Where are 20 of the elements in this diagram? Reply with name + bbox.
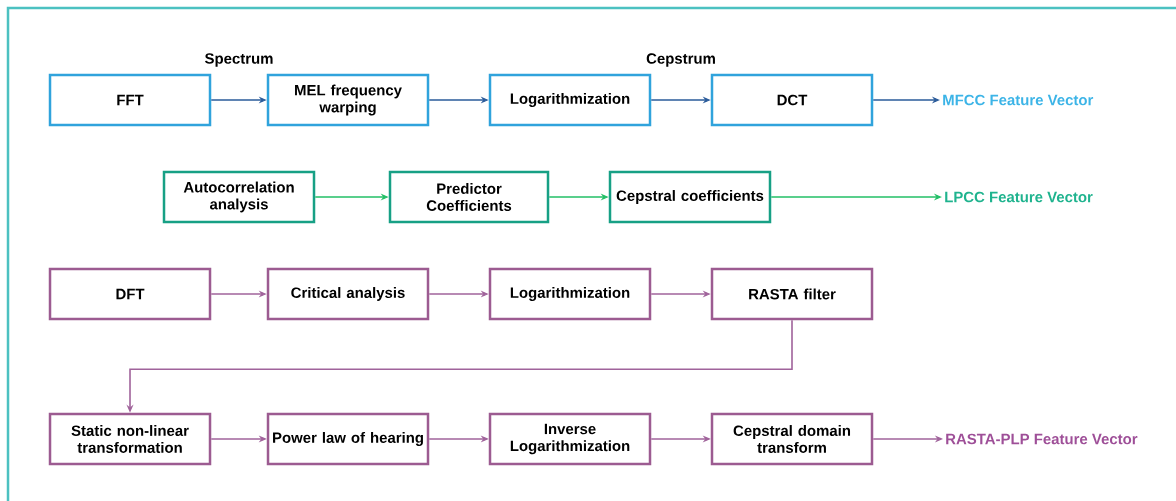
process-box: Predictor Coefficients	[388, 170, 550, 224]
edge-label: Cepstrum	[646, 53, 715, 67]
output-label: MFCC Feature Vector	[943, 94, 1094, 106]
process-box: Power law of hearing	[266, 412, 430, 466]
process-box: MEL frequency warping	[266, 73, 430, 127]
output-label: LPCC Feature Vector	[945, 191, 1093, 203]
process-box: Critical analysis	[266, 267, 430, 321]
process-box: Autocorrelation analysis	[162, 170, 316, 224]
process-box: FFT	[48, 73, 212, 127]
process-box: Static non-linear transformation	[48, 412, 212, 466]
process-box: Logarithmization	[488, 73, 652, 127]
process-box: DCT	[710, 73, 874, 127]
process-box: RASTA filter	[710, 267, 874, 321]
process-box: DFT	[48, 267, 212, 321]
edge-label: Spectrum	[205, 53, 273, 67]
process-box: Logarithmization	[488, 267, 652, 321]
output-label: RASTA-PLP Feature Vector	[946, 433, 1138, 445]
process-box: Inverse Logarithmization	[488, 412, 652, 466]
process-box: Cepstral coefficients	[608, 170, 772, 224]
process-box: Cepstral domain transform	[710, 412, 874, 466]
